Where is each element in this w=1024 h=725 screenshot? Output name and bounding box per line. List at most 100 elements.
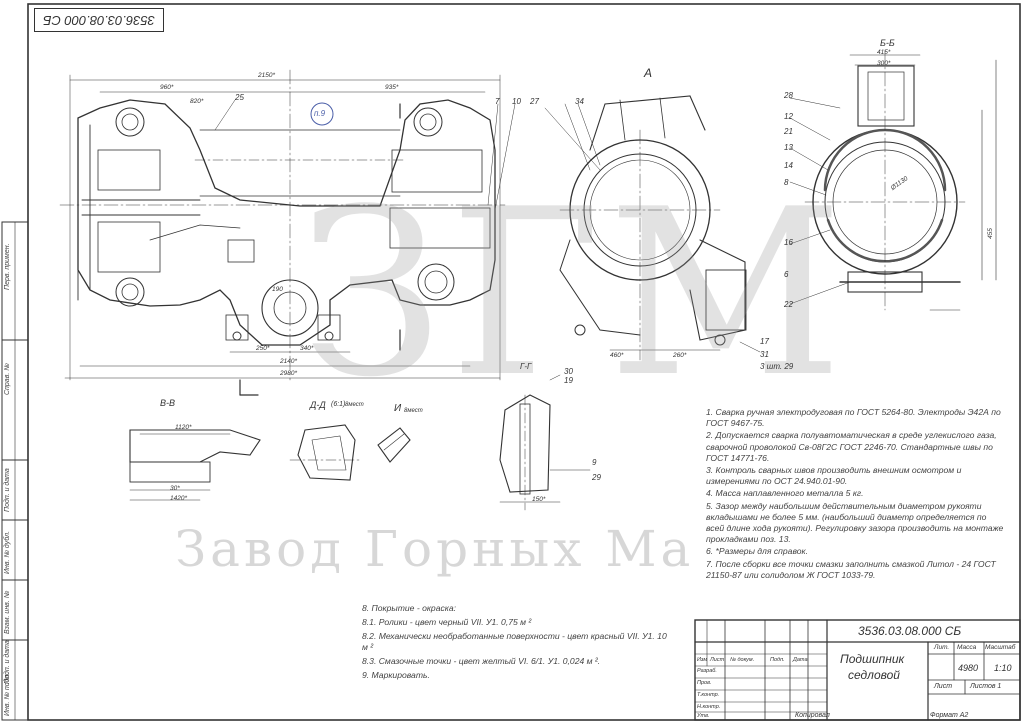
main-view	[59, 69, 516, 396]
dim-2140: 2140*	[280, 358, 297, 365]
callout-29-3pcs: 3 шт. 29	[760, 362, 794, 371]
view-i-note: 8мест	[404, 408, 423, 414]
tb-role-utv: Утв.	[697, 713, 710, 719]
tb-col-sign: Подп.	[770, 657, 785, 663]
note-6: 6. *Размеры для справок.	[706, 546, 808, 557]
dim-150: 150*	[532, 496, 546, 503]
dim-30: 30*	[170, 485, 180, 492]
watermark-line: Завод Горных Ма	[175, 520, 695, 578]
view-i-label: И	[394, 403, 402, 414]
title-block-number: 3536.03.08.000 СБ	[858, 624, 962, 638]
callout-21: 21	[784, 127, 793, 136]
section-vv-label: В-В	[160, 398, 176, 408]
tb-role-tkontr: Т.контр.	[697, 692, 720, 698]
side-label-podp-data-1: Подп. и дата	[4, 468, 11, 512]
dim-190: 190	[272, 286, 283, 293]
callout-17: 17	[760, 337, 769, 346]
dim-415: 415*	[877, 49, 891, 56]
paint-note-9: 9. Маркировать.	[362, 670, 430, 680]
section-dd-label: Д-Д	[310, 400, 326, 410]
side-label-inv-dubl: Инв. № дубл.	[4, 530, 11, 574]
technical-notes: 1. Сварка ручная электродуговая по ГОСТ …	[706, 407, 1006, 582]
side-label-sprav: Справ. №	[4, 363, 11, 395]
note-1: 1. Сварка ручная электродуговая по ГОСТ …	[706, 407, 1001, 429]
tb-col-list: Лист	[710, 657, 725, 663]
title-block-mass-header: Масса	[957, 644, 977, 651]
dim-820: 820*	[190, 98, 204, 105]
dim-250: 250*	[256, 345, 270, 352]
view-i	[377, 427, 411, 463]
paint-note-8-2: 8.2. Механически необработанные поверхно…	[362, 631, 667, 652]
callout-19: 19	[564, 376, 573, 385]
callout-29: 29	[592, 473, 601, 482]
callout-27: 27	[530, 97, 539, 106]
paint-note-8: 8. Покрытие - окраска:	[362, 603, 456, 613]
side-label-inv-podl: Инв. № подл.	[4, 672, 11, 716]
tb-col-doc: № докум.	[730, 657, 755, 663]
dim-260: 260*	[673, 352, 687, 359]
paint-note-8-3: 8.3. Смазочные точки - цвет желтый VI. 6…	[362, 656, 601, 666]
tb-col-izm: Изм	[697, 657, 708, 663]
dim-300: 300*	[877, 60, 891, 67]
dim-1420: 1420*	[170, 495, 187, 502]
dim-460: 460*	[610, 352, 624, 359]
title-block-name-1: Подшипник	[840, 652, 905, 666]
tb-role-prov: Пров.	[697, 680, 712, 686]
paint-notes: 8. Покрытие - окраска: 8.1. Ролики - цве…	[362, 603, 672, 684]
callout-12: 12	[784, 112, 793, 121]
title-block-mass: 4980	[958, 663, 979, 673]
section-bb	[789, 49, 997, 311]
drawing-number-top: 3536.03.08.000 СБ	[34, 8, 164, 32]
section-vv	[129, 429, 261, 501]
callout-6: 6	[784, 270, 789, 279]
callout-8: 8	[784, 178, 789, 187]
callout-28: 28	[784, 91, 793, 100]
callout-31: 31	[760, 350, 769, 359]
title-block-scale: 1:10	[994, 663, 1012, 673]
side-label-vzam-inv: Взам. инв. №	[4, 590, 11, 634]
callout-10: 10	[512, 97, 521, 106]
tb-col-date: Дата	[793, 657, 808, 663]
callout-25: 25	[235, 93, 244, 102]
watermark-big: ЗГМ	[300, 161, 850, 428]
dim-2980: 2980*	[280, 370, 297, 377]
callout-16: 16	[784, 238, 793, 247]
callout-34: 34	[575, 97, 584, 106]
section-dd-note: 8мест	[345, 402, 364, 408]
dim-960: 960*	[160, 84, 174, 91]
view-a	[544, 95, 761, 361]
section-dd	[289, 424, 363, 481]
title-block-copied: Копировал	[795, 712, 830, 719]
title-block-sheets: Листов 1	[970, 683, 1002, 690]
callout-30: 30	[564, 367, 573, 376]
dim-935: 935*	[385, 84, 399, 91]
note-3: 3. Контроль сварных швов производить вне…	[706, 465, 962, 487]
view-a-label: A	[644, 66, 653, 80]
section-gg-label: Г-Г	[520, 362, 532, 371]
note-5: 5. Зазор между наибольшим действительным…	[706, 500, 1004, 545]
callout-7: 7	[495, 97, 500, 106]
dim-1120: 1120*	[175, 424, 192, 431]
callout-13: 13	[784, 143, 793, 152]
callout-22: 22	[784, 300, 793, 309]
title-block-format: Формат А2	[930, 712, 969, 719]
title-block-name-2: седловой	[848, 668, 900, 682]
tb-role-nkontr: Н.контр.	[697, 704, 721, 710]
paint-note-8-1: 8.1. Ролики - цвет черный VII. У1. 0,75 …	[362, 617, 532, 627]
dim-2150: 2150*	[258, 72, 275, 79]
title-block	[694, 619, 1021, 721]
dim-455: 455	[986, 228, 994, 239]
title-block-sheet: Лист	[934, 683, 953, 690]
side-label-perv-primen: Перв. примен.	[4, 243, 11, 290]
callout-14: 14	[784, 161, 793, 170]
title-block-scale-header: Масштаб	[985, 644, 1016, 651]
section-gg	[499, 374, 591, 511]
p9-marker: п.9	[314, 109, 326, 118]
callout-9: 9	[592, 458, 597, 467]
tb-role-razrab: Разраб.	[697, 668, 717, 674]
note-4: 4. Масса наплавленного металла 5 кг.	[706, 488, 864, 499]
title-block-lit-header: Лит.	[934, 644, 950, 651]
section-dd-scale: (6:1)	[331, 401, 346, 408]
